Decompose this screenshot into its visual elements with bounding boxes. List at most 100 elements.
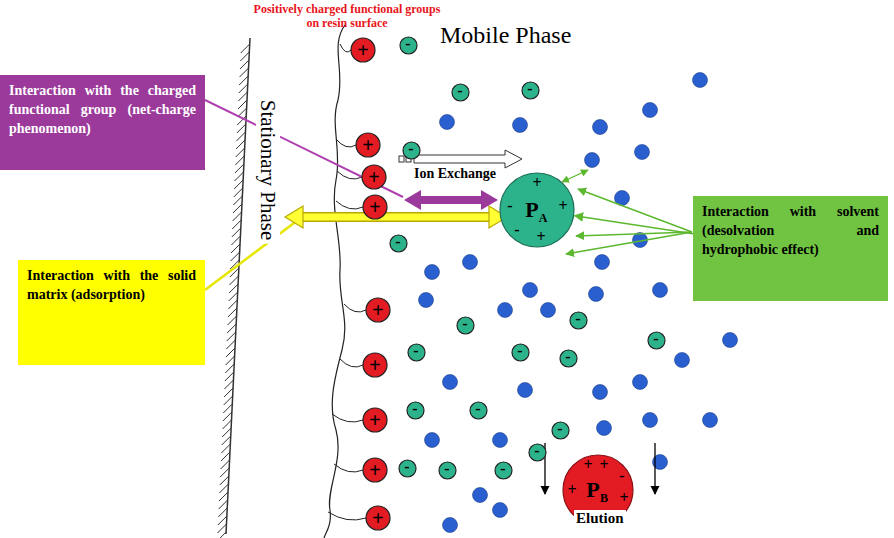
charge-arrow bbox=[418, 196, 484, 204]
solvent-dot bbox=[440, 115, 455, 130]
solvent-pointer bbox=[562, 170, 588, 182]
hatch-stroke bbox=[222, 428, 231, 437]
charge-sign: + bbox=[567, 482, 576, 498]
solvent-dot bbox=[723, 333, 738, 348]
hatch-stroke bbox=[241, 44, 250, 53]
circle-shape bbox=[390, 235, 407, 252]
solvent-dot bbox=[703, 413, 718, 428]
hatch-stroke bbox=[225, 372, 234, 381]
solvent-dot bbox=[443, 518, 458, 533]
charge-sign: - bbox=[404, 459, 409, 475]
hatch-stroke bbox=[219, 492, 228, 501]
charged-group: + bbox=[350, 37, 376, 63]
circle-shape bbox=[407, 402, 424, 419]
charge-sign: B bbox=[600, 492, 608, 504]
charge-arrowhead bbox=[404, 190, 421, 210]
adsorption-arrow-outline bbox=[300, 212, 490, 222]
protein-name: + bbox=[362, 135, 373, 155]
solvent-dot bbox=[443, 375, 458, 390]
charged-group: + bbox=[362, 194, 388, 220]
charge-sign: - bbox=[500, 461, 505, 477]
protein-name: + bbox=[372, 300, 383, 320]
hatch-stroke bbox=[233, 204, 242, 213]
hatch-stroke bbox=[221, 460, 230, 469]
counter-ion: - bbox=[456, 316, 475, 335]
solvent-dot bbox=[593, 120, 608, 135]
charged-group: + bbox=[362, 407, 388, 433]
solvent-dot bbox=[693, 73, 708, 88]
solvent-dot bbox=[463, 255, 478, 270]
hatch-stroke bbox=[233, 196, 242, 205]
charge-sign: - bbox=[527, 81, 532, 97]
hatch-stroke bbox=[225, 364, 234, 373]
hatch-stroke bbox=[224, 388, 233, 397]
hatch-stroke bbox=[218, 508, 227, 517]
tether-line bbox=[336, 201, 363, 209]
hatch-stroke bbox=[240, 60, 249, 69]
hatch-stroke bbox=[235, 164, 244, 173]
solvent-dot bbox=[643, 413, 658, 428]
protein-name: + bbox=[369, 197, 380, 217]
hatch-stroke bbox=[228, 308, 237, 317]
circle-shape bbox=[408, 344, 425, 361]
circle-shape bbox=[363, 353, 387, 377]
solvent-dot bbox=[425, 265, 440, 280]
protein-a: +-PA+-+ bbox=[499, 172, 575, 248]
circle-shape bbox=[500, 173, 574, 247]
hatch-stroke bbox=[229, 284, 238, 293]
charged-group: + bbox=[365, 505, 391, 531]
circle-shape bbox=[560, 350, 577, 367]
hatch-stroke bbox=[238, 100, 247, 109]
hatch-stroke bbox=[222, 436, 231, 445]
tether-line bbox=[340, 44, 351, 52]
hatch-stroke bbox=[228, 316, 237, 325]
charged-group: + bbox=[362, 457, 388, 483]
callout-text: Interaction with the charged functional … bbox=[9, 82, 196, 139]
tether-line bbox=[336, 139, 356, 147]
protein-name: + bbox=[369, 410, 380, 430]
hatch-stroke bbox=[226, 348, 235, 357]
adsorption-arrow bbox=[300, 214, 490, 221]
counter-ion: - bbox=[389, 234, 408, 253]
solvent-pointer bbox=[575, 216, 693, 234]
solvent-dot bbox=[541, 303, 556, 318]
callout-leader bbox=[205, 100, 403, 197]
resin-note: Positively charged functional groups on … bbox=[252, 3, 442, 31]
hatch-stroke bbox=[231, 236, 240, 245]
solvent-dot bbox=[589, 287, 604, 302]
hatch-stroke bbox=[219, 500, 228, 509]
counter-ion: - bbox=[511, 343, 530, 362]
solvent-dot bbox=[513, 118, 528, 133]
circle-shape bbox=[366, 506, 390, 530]
counter-ion: - bbox=[559, 349, 578, 368]
solvent-dot bbox=[419, 293, 434, 308]
counter-ion: - bbox=[528, 443, 547, 462]
callout-leader bbox=[205, 220, 298, 290]
hatch-stroke bbox=[227, 324, 236, 333]
hatch-stroke bbox=[218, 516, 227, 525]
solvent-dot bbox=[498, 303, 513, 318]
hatch-stroke bbox=[232, 228, 241, 237]
hatch-stroke bbox=[219, 484, 228, 493]
hatch-stroke bbox=[239, 84, 248, 93]
process-label: Elution bbox=[574, 510, 626, 527]
callout-box: Interaction with solvent (desolvation an… bbox=[693, 196, 888, 301]
charge-sign: - bbox=[534, 443, 539, 459]
charge-sign: + bbox=[558, 198, 567, 214]
hatch-stroke bbox=[232, 220, 241, 229]
circle-shape bbox=[362, 165, 386, 189]
charge-sign: - bbox=[557, 421, 562, 437]
charge-sign: - bbox=[653, 331, 658, 347]
charge-sign: + bbox=[536, 229, 545, 245]
hatch-stroke bbox=[234, 188, 243, 197]
circle-shape bbox=[366, 298, 390, 322]
hatch-stroke bbox=[217, 524, 226, 533]
hatch-stroke bbox=[221, 452, 230, 461]
charge-sign: - bbox=[395, 234, 400, 250]
charge-sign: A bbox=[539, 212, 548, 224]
charge-arrowhead bbox=[481, 190, 498, 210]
circle-shape bbox=[452, 84, 469, 101]
protein-name: P bbox=[586, 479, 599, 501]
hatch-stroke bbox=[223, 420, 232, 429]
counter-ion: - bbox=[399, 36, 418, 55]
